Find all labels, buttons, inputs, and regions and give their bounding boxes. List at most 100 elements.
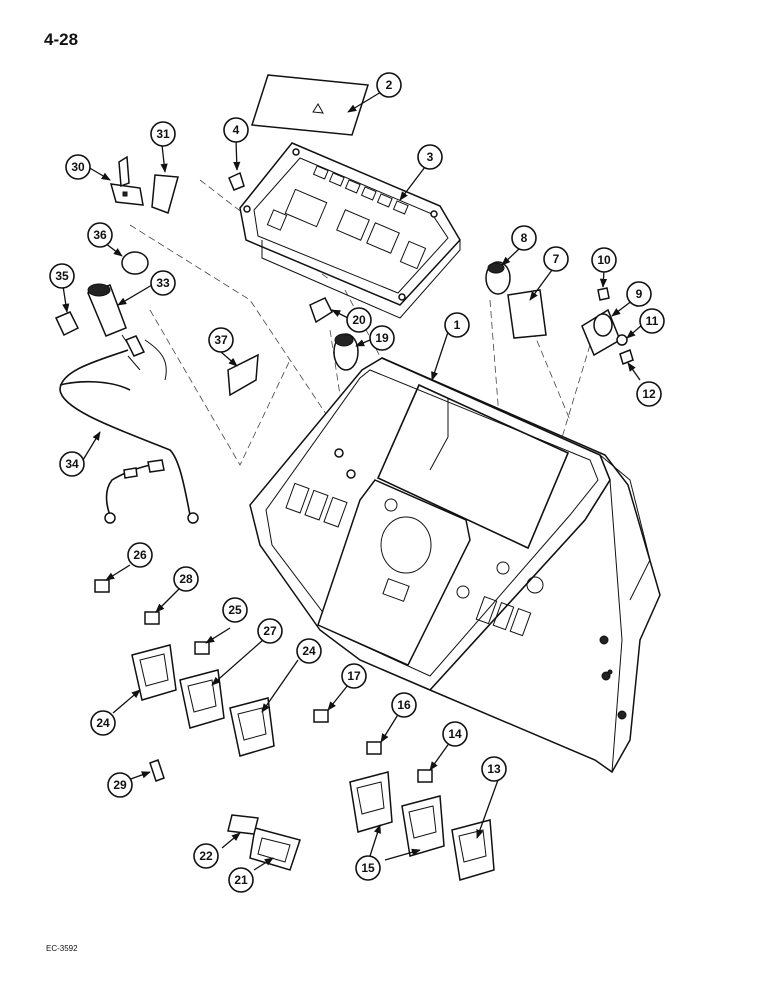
label-part-37 bbox=[227, 353, 259, 397]
switch-plate-part-31 bbox=[151, 174, 179, 214]
gasket-part-7 bbox=[507, 289, 547, 339]
lens-part-14 bbox=[417, 769, 433, 783]
lens-part-26 bbox=[94, 579, 110, 593]
svg-text:8: 8 bbox=[521, 231, 528, 245]
callout-14: 14 bbox=[442, 721, 468, 747]
callout-3: 3 bbox=[417, 144, 443, 170]
callout-13: 13 bbox=[481, 756, 507, 782]
svg-text:3: 3 bbox=[427, 150, 434, 164]
callout-19: 19 bbox=[369, 325, 395, 351]
switch-part-19 bbox=[333, 333, 359, 371]
svg-text:1: 1 bbox=[454, 318, 461, 332]
callout-25: 25 bbox=[222, 597, 248, 623]
callout-1: 1 bbox=[444, 312, 470, 338]
svg-text:24: 24 bbox=[96, 716, 110, 730]
callout-10: 10 bbox=[591, 247, 617, 273]
leader-lines bbox=[62, 91, 643, 871]
callout-24a: 24 bbox=[90, 710, 116, 736]
svg-text:16: 16 bbox=[397, 698, 411, 712]
callout-22: 22 bbox=[193, 843, 219, 869]
svg-text:31: 31 bbox=[156, 127, 170, 141]
decal-part-2 bbox=[251, 74, 369, 136]
rocker-switch-27 bbox=[179, 669, 225, 729]
callout-26: 26 bbox=[127, 542, 153, 568]
svg-text:15: 15 bbox=[361, 861, 375, 875]
callout-12: 12 bbox=[636, 381, 662, 407]
figure-code: EC-3592 bbox=[46, 944, 78, 953]
svg-text:10: 10 bbox=[597, 253, 611, 267]
cigar-lighter-part-33 bbox=[87, 283, 146, 371]
svg-text:36: 36 bbox=[93, 228, 107, 242]
svg-text:19: 19 bbox=[375, 331, 389, 345]
bulb-part-29 bbox=[149, 759, 165, 782]
rocker-switch-24a bbox=[131, 644, 177, 701]
svg-text:25: 25 bbox=[228, 603, 242, 617]
svg-text:33: 33 bbox=[156, 276, 170, 290]
svg-text:37: 37 bbox=[214, 333, 228, 347]
rocker-switch-15b bbox=[401, 795, 445, 857]
callout-29: 29 bbox=[107, 772, 133, 798]
screw-part-4 bbox=[228, 171, 245, 191]
callout-15: 15 bbox=[355, 855, 381, 881]
callout-37: 37 bbox=[208, 327, 234, 353]
callout-2: 2 bbox=[376, 72, 402, 98]
svg-text:26: 26 bbox=[133, 548, 147, 562]
svg-text:14: 14 bbox=[448, 727, 462, 741]
svg-text:29: 29 bbox=[113, 778, 127, 792]
switch-part-21 bbox=[249, 827, 301, 871]
callout-11: 11 bbox=[639, 308, 665, 334]
rocker-switches bbox=[131, 644, 495, 881]
svg-text:9: 9 bbox=[636, 287, 643, 301]
page-number: 4-28 bbox=[44, 30, 79, 49]
callout-9: 9 bbox=[626, 281, 652, 307]
callout-27: 27 bbox=[257, 618, 283, 644]
fuse-part-35 bbox=[54, 311, 80, 337]
plate-part-22 bbox=[227, 814, 259, 835]
svg-text:20: 20 bbox=[352, 313, 366, 327]
callout-30: 30 bbox=[65, 154, 91, 180]
callout-34: 34 bbox=[59, 451, 85, 477]
callout-24b: 24 bbox=[296, 638, 322, 664]
svg-text:28: 28 bbox=[179, 572, 193, 586]
callout-16: 16 bbox=[391, 692, 417, 718]
callout-28: 28 bbox=[173, 566, 199, 592]
svg-text:22: 22 bbox=[199, 849, 213, 863]
instrument-cluster-part-3 bbox=[239, 142, 461, 319]
svg-text:4: 4 bbox=[233, 123, 240, 137]
svg-text:11: 11 bbox=[646, 314, 659, 328]
svg-text:35: 35 bbox=[55, 269, 69, 283]
toggle-switch-part-30 bbox=[109, 155, 144, 206]
callout-36: 36 bbox=[87, 222, 113, 248]
rocker-switch-15a bbox=[349, 771, 393, 833]
relay-part-20 bbox=[309, 297, 333, 324]
svg-text:27: 27 bbox=[263, 624, 277, 638]
svg-text:7: 7 bbox=[553, 252, 560, 266]
callout-20: 20 bbox=[346, 307, 372, 333]
svg-text:34: 34 bbox=[65, 457, 79, 471]
callout-8: 8 bbox=[511, 225, 537, 251]
svg-text:21: 21 bbox=[234, 873, 248, 887]
svg-text:17: 17 bbox=[347, 669, 361, 683]
lens-part-16 bbox=[366, 741, 382, 755]
lenses bbox=[94, 579, 433, 783]
lens-part-25 bbox=[194, 641, 210, 655]
svg-text:24: 24 bbox=[302, 644, 316, 658]
rocker-switch-13 bbox=[451, 819, 495, 881]
switch-part-9 bbox=[581, 287, 634, 366]
rocker-switch-24b bbox=[229, 697, 275, 757]
lens-part-28 bbox=[144, 611, 160, 625]
svg-text:2: 2 bbox=[386, 78, 393, 92]
lens-part-17 bbox=[313, 709, 329, 723]
wiring-harness-part-34 bbox=[59, 339, 199, 524]
console-housing-part-1 bbox=[249, 357, 661, 774]
svg-text:12: 12 bbox=[642, 387, 656, 401]
callout-labels: 1 2 3 4 7 8 9 10 11 12 13 14 15 16 17 19… bbox=[49, 72, 665, 893]
cap-part-36 bbox=[121, 251, 149, 275]
callout-33: 33 bbox=[150, 270, 176, 296]
svg-text:13: 13 bbox=[487, 762, 501, 776]
callout-35: 35 bbox=[49, 263, 75, 289]
callout-7: 7 bbox=[543, 246, 569, 272]
callout-4: 4 bbox=[223, 117, 249, 143]
